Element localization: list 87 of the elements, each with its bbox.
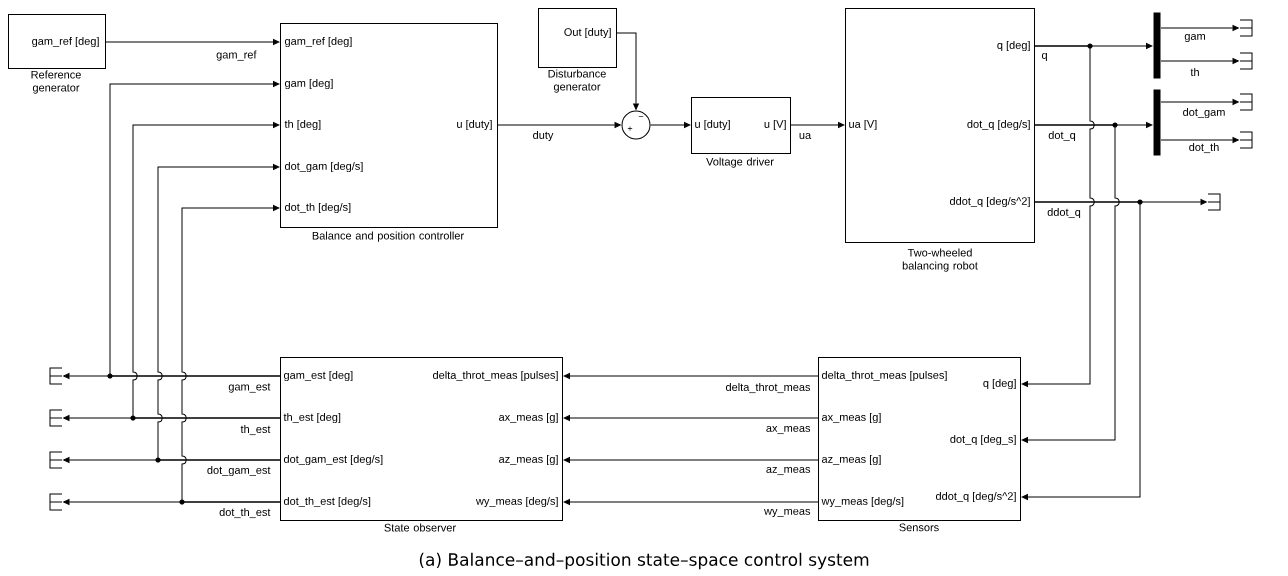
port-label: ua [V] xyxy=(849,119,877,131)
edge-label: delta_throt_meas xyxy=(724,381,812,395)
edge-label: dot_q xyxy=(1047,129,1077,143)
arrow xyxy=(157,164,281,461)
edge-label: q xyxy=(1040,51,1049,63)
terminator-symbol xyxy=(49,493,63,511)
port-label: az_meas [g] xyxy=(499,454,558,466)
port-label: dot_th [deg/s] xyxy=(284,202,351,214)
edge-label: duty xyxy=(531,129,555,143)
arrow xyxy=(1160,99,1239,105)
port-label: q [deg] xyxy=(983,378,1016,390)
edge-label: ddot_q xyxy=(1046,206,1082,220)
sign-label: − xyxy=(638,116,644,117)
arrow xyxy=(132,122,281,419)
terminator-symbol xyxy=(1207,193,1221,211)
port-label: dot_th_est [deg/s] xyxy=(283,496,371,508)
sign-label: + xyxy=(627,126,633,131)
port-label: az_meas [g] xyxy=(822,454,881,466)
terminator-symbol xyxy=(1239,52,1253,70)
block-caption: State observer xyxy=(384,523,456,532)
block-caption: Disturbance generator xyxy=(548,69,606,93)
arrow xyxy=(563,415,819,421)
arrow xyxy=(105,39,280,45)
port-label: delta_throt_meas [pulses] xyxy=(433,370,558,382)
arrow xyxy=(1021,45,1095,387)
edge-label: az_meas xyxy=(764,465,812,477)
port-label: gam [deg] xyxy=(284,78,333,90)
arrow xyxy=(109,81,281,377)
edge-label: dot_th xyxy=(1187,141,1221,155)
edge-label: dot_th_est xyxy=(218,506,272,520)
port-label: dot_q [deg/s] xyxy=(967,119,1030,131)
block-caption: Sensors xyxy=(899,523,939,532)
arrow xyxy=(616,32,639,110)
port-label: gam_ref [deg] xyxy=(32,36,99,48)
arrow xyxy=(790,122,845,128)
block-caption: Voltage driver xyxy=(706,157,774,168)
arrow xyxy=(1021,124,1120,443)
block-caption: Balance and position controller xyxy=(312,231,464,242)
edge-label: dot_gam_est xyxy=(205,464,272,478)
edge-label: gam xyxy=(1183,32,1207,44)
arrow xyxy=(563,457,819,463)
port-label: delta_throt_meas [pulses] xyxy=(821,370,947,382)
edge-label: ax_meas xyxy=(764,424,812,436)
port-label: gam_ref [deg] xyxy=(284,36,352,48)
edge-label: wy_meas xyxy=(763,507,812,519)
terminator-symbol xyxy=(49,409,63,427)
port-label: u [duty] xyxy=(695,119,730,131)
arrow xyxy=(1160,25,1239,31)
terminator-symbol xyxy=(1239,131,1253,149)
port-label: ddot_q [deg/s^2] xyxy=(949,196,1030,208)
edge-label: th xyxy=(1189,66,1201,78)
arrow xyxy=(563,373,819,379)
port-label: dot_gam [deg/s] xyxy=(284,161,363,173)
terminator-symbol xyxy=(1239,93,1253,111)
terminator-symbol xyxy=(49,367,63,385)
edge-label: gam_ref xyxy=(215,49,258,62)
port-label: ddot_q [deg/s^2] xyxy=(935,491,1016,503)
arrow xyxy=(650,122,691,128)
edge-label: dot_gam xyxy=(1181,106,1227,120)
arrow xyxy=(563,499,819,505)
port-label: dot_gam_est [deg/s] xyxy=(283,454,383,466)
port-label: q [deg] xyxy=(997,40,1030,52)
edge-label: th_est xyxy=(239,423,272,437)
port-label: u [duty] xyxy=(457,119,492,131)
edge-label: ua xyxy=(797,132,813,140)
port-label: wy_meas [deg/s] xyxy=(475,496,558,508)
port-label: Out [duty] xyxy=(564,27,611,39)
arrow xyxy=(1160,58,1239,64)
figure-caption: (a) Balance–and–position state–space control system xyxy=(419,552,869,570)
arrow xyxy=(1160,137,1239,143)
port-label: wy_meas [deg/s] xyxy=(821,496,904,508)
block-caption: Two-wheeled balancing robot xyxy=(902,248,978,272)
summing-junction xyxy=(621,110,651,140)
arrow xyxy=(181,205,281,503)
arrow xyxy=(497,122,621,128)
block-caption: Reference generator xyxy=(31,70,81,94)
port-label: ax_meas [g] xyxy=(822,412,881,424)
arrow xyxy=(1021,201,1141,500)
port-label: ax_meas [g] xyxy=(499,412,558,424)
edge-label: gam_est xyxy=(227,382,272,394)
port-label: th [deg] xyxy=(284,119,321,131)
terminator-symbol xyxy=(1239,19,1253,37)
port-label: u [V] xyxy=(764,119,786,131)
port-label: th_est [deg] xyxy=(283,412,341,424)
port-label: dot_q [deg_s] xyxy=(950,434,1016,446)
terminator-symbol xyxy=(49,451,63,469)
port-label: gam_est [deg] xyxy=(283,370,353,382)
